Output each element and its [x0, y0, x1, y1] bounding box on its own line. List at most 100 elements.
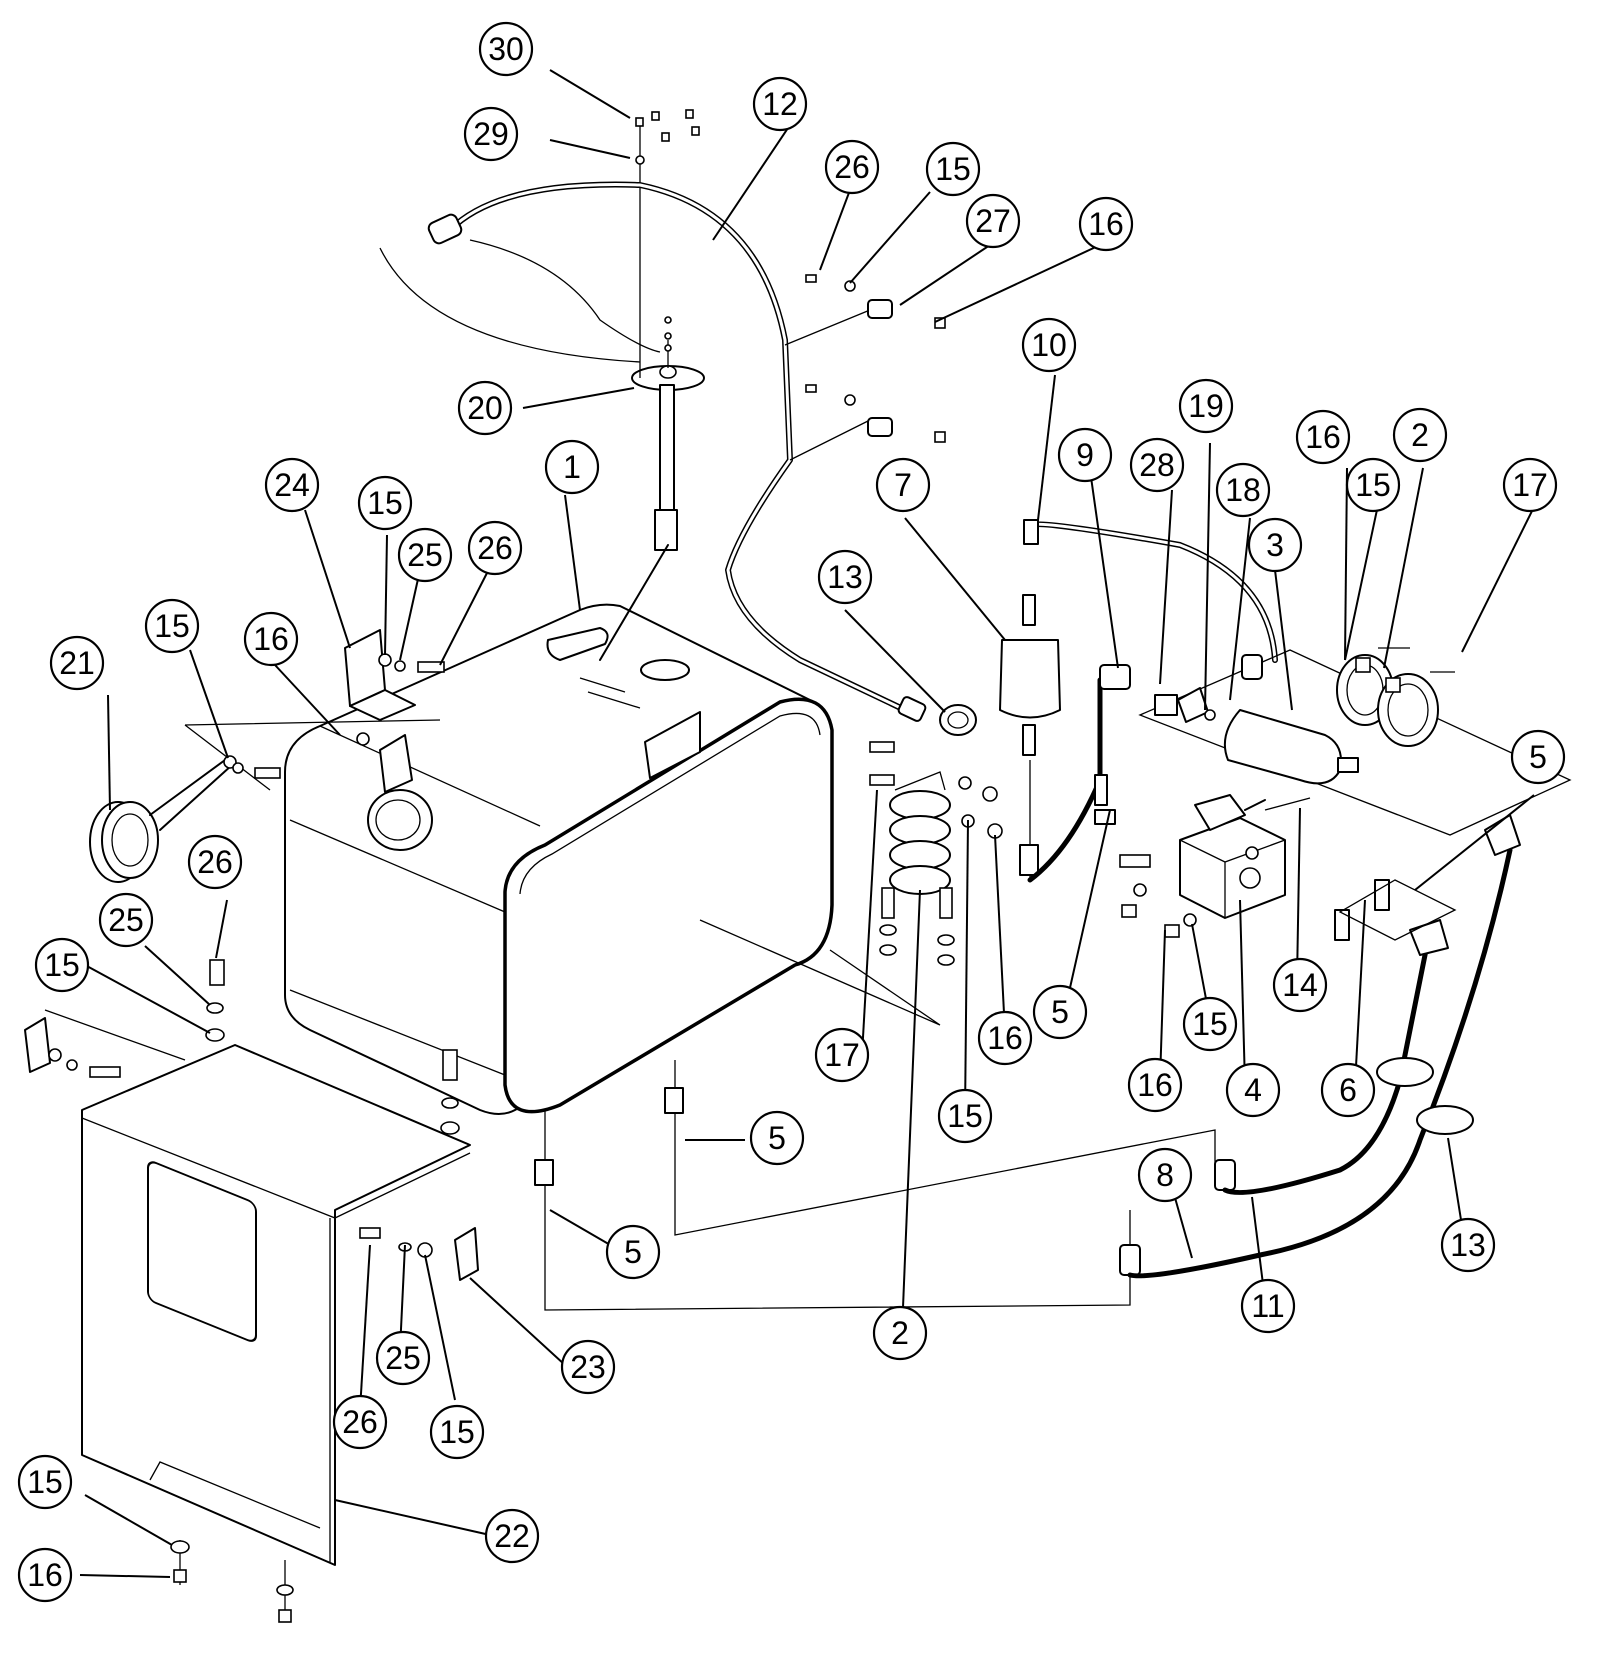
callout-15: 15	[1345, 457, 1401, 513]
fuel-pump	[1138, 649, 1572, 836]
callout-13: 13	[817, 549, 873, 605]
callout-18: 18	[1215, 462, 1271, 518]
callout-28: 28	[1129, 437, 1185, 493]
tank-straps	[24, 629, 445, 1078]
pump-clamps	[1336, 647, 1455, 747]
svg-text:30: 30	[488, 31, 524, 67]
svg-text:28: 28	[1139, 447, 1175, 483]
callout-15: 15	[937, 1088, 993, 1144]
svg-text:10: 10	[1031, 327, 1067, 363]
callout-16: 16	[1295, 409, 1351, 465]
callout-29: 29	[463, 106, 519, 162]
svg-text:29: 29	[473, 116, 509, 152]
callout-21: 21	[49, 635, 105, 691]
callout-15: 15	[34, 937, 90, 993]
svg-text:9: 9	[1076, 437, 1094, 473]
callout-14: 14	[1272, 957, 1328, 1013]
callout-17: 17	[1502, 457, 1558, 513]
callout-15: 15	[429, 1404, 485, 1460]
fuel-line-12	[427, 181, 946, 722]
svg-text:15: 15	[367, 485, 403, 521]
svg-text:3: 3	[1266, 527, 1284, 563]
callout-5: 5	[1032, 984, 1088, 1040]
callout-22: 22	[484, 1508, 540, 1564]
svg-text:15: 15	[154, 608, 190, 644]
svg-text:26: 26	[342, 1404, 378, 1440]
svg-text:18: 18	[1225, 472, 1261, 508]
svg-text:15: 15	[27, 1464, 63, 1500]
callout-25: 25	[98, 892, 154, 948]
svg-text:16: 16	[1137, 1067, 1173, 1103]
callout-16: 16	[1078, 196, 1134, 252]
svg-text:26: 26	[477, 530, 513, 566]
svg-text:20: 20	[467, 390, 503, 426]
svg-text:25: 25	[407, 537, 443, 573]
callout-12: 12	[752, 76, 808, 132]
callout-6: 6	[1320, 1062, 1376, 1118]
svg-text:11: 11	[1251, 1288, 1284, 1324]
callout-16: 16	[243, 611, 299, 667]
callout-15: 15	[144, 598, 200, 654]
svg-text:2: 2	[1411, 417, 1429, 453]
callout-15: 15	[17, 1454, 73, 1510]
fuel-sender-unit	[379, 109, 705, 661]
callout-27: 27	[965, 193, 1021, 249]
lower-fuel-lines	[534, 814, 1521, 1311]
svg-text:16: 16	[253, 621, 289, 657]
svg-text:5: 5	[624, 1234, 642, 1270]
callout-7: 7	[875, 457, 931, 513]
callout-8: 8	[1137, 1147, 1193, 1203]
svg-text:13: 13	[1450, 1227, 1486, 1263]
callout-19: 19	[1178, 378, 1234, 434]
svg-text:27: 27	[975, 203, 1011, 239]
svg-text:25: 25	[385, 1340, 421, 1376]
callout-25: 25	[397, 527, 453, 583]
callout-26: 26	[467, 520, 523, 576]
callout-15: 15	[925, 141, 981, 197]
svg-text:24: 24	[274, 467, 310, 503]
callout-24: 24	[264, 457, 320, 513]
svg-text:4: 4	[1244, 1072, 1262, 1108]
callout-3: 3	[1247, 517, 1303, 573]
svg-text:19: 19	[1188, 388, 1224, 424]
svg-text:15: 15	[44, 947, 80, 983]
callout-26: 26	[824, 139, 880, 195]
svg-text:8: 8	[1156, 1157, 1174, 1193]
svg-text:5: 5	[1051, 994, 1069, 1030]
svg-text:7: 7	[894, 467, 912, 503]
fuel-tank	[284, 603, 941, 1115]
svg-text:12: 12	[762, 86, 798, 122]
svg-text:16: 16	[1305, 419, 1341, 455]
callout-5: 5	[749, 1110, 805, 1166]
fuel-cap-assembly	[89, 719, 441, 883]
callout-15: 15	[1182, 996, 1238, 1052]
svg-text:25: 25	[108, 902, 144, 938]
svg-text:26: 26	[197, 844, 233, 880]
svg-text:15: 15	[1355, 467, 1391, 503]
svg-text:16: 16	[1088, 206, 1124, 242]
callout-16: 16	[977, 1010, 1033, 1066]
callout-16: 16	[1127, 1057, 1183, 1113]
svg-text:26: 26	[834, 149, 870, 185]
svg-text:1: 1	[563, 449, 581, 485]
svg-text:16: 16	[27, 1557, 63, 1593]
svg-text:5: 5	[768, 1120, 786, 1156]
callout-16: 16	[17, 1547, 73, 1603]
callout-5: 5	[1510, 729, 1566, 785]
svg-text:15: 15	[439, 1414, 475, 1450]
callout-1: 1	[544, 439, 600, 495]
valve-block	[1094, 774, 1390, 941]
callout-23: 23	[560, 1339, 616, 1395]
svg-text:15: 15	[1192, 1006, 1228, 1042]
callout-13: 13	[1440, 1217, 1496, 1273]
svg-text:22: 22	[494, 1518, 530, 1554]
step-cover	[81, 959, 479, 1623]
callout-26: 26	[332, 1394, 388, 1450]
callout-4: 4	[1225, 1062, 1281, 1118]
callout-25: 25	[375, 1330, 431, 1386]
callout-15: 15	[357, 475, 413, 531]
svg-text:17: 17	[824, 1037, 860, 1073]
callout-2: 2	[1392, 407, 1448, 463]
svg-text:21: 21	[59, 645, 95, 681]
